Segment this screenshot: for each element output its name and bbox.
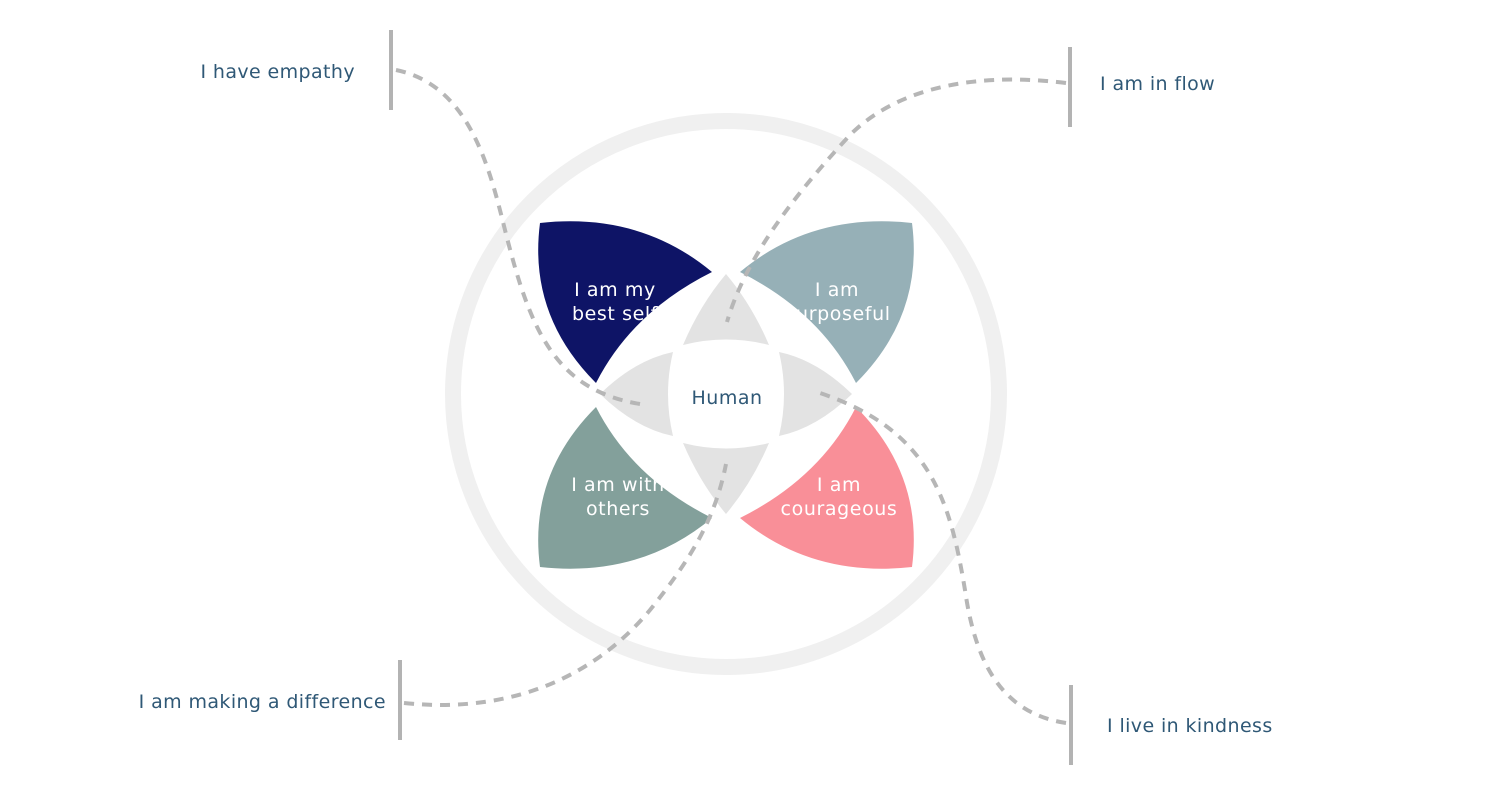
label-empathy: I have empathy (200, 61, 355, 83)
petal-courageous-line1: I am (817, 474, 861, 496)
connector-difference (403, 463, 728, 707)
petal-best-self (538, 221, 712, 383)
outer-ring (445, 113, 1007, 675)
petal-purposeful-line2: purposeful (783, 303, 890, 325)
connector-empathy (395, 68, 641, 406)
petal-with-others-line1: I am with (571, 474, 665, 496)
label-difference: I am making a difference (139, 691, 386, 713)
center-square (680, 350, 772, 442)
petal-best-self-line2: best self (572, 303, 659, 325)
petal-with-others-line2: others (586, 498, 650, 520)
petal-courageous (740, 407, 914, 569)
lens-left (600, 352, 673, 436)
petal-with-others (538, 407, 712, 569)
lens-top (683, 274, 769, 345)
petal-purposeful-line1: I am (815, 279, 859, 301)
petal-courageous-line2: courageous (781, 498, 898, 520)
label-kindness: I live in kindness (1107, 715, 1273, 737)
lens-bottom (683, 443, 769, 514)
lens-right (779, 352, 852, 436)
center-label: Human (691, 387, 762, 409)
label-flow: I am in flow (1100, 73, 1215, 95)
connector-kindness (819, 391, 1067, 725)
petal-purposeful (740, 221, 914, 383)
petal-best-self-line1: I am my (574, 279, 656, 301)
